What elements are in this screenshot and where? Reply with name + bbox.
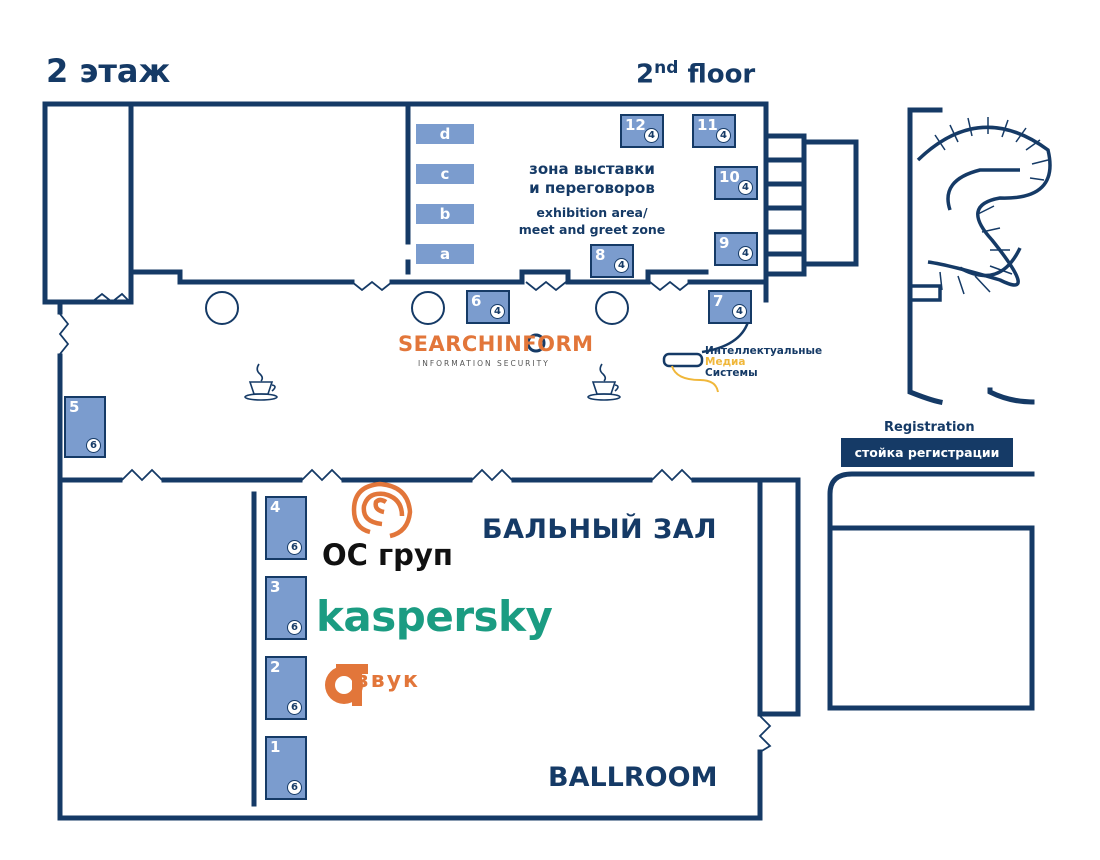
booth-type-badge: 6 bbox=[287, 700, 302, 715]
booth-number: 9 bbox=[719, 234, 730, 252]
booth-number: 10 bbox=[719, 168, 740, 186]
booth-type-badge: 4 bbox=[614, 258, 629, 273]
floor-suffix: nd bbox=[654, 58, 679, 78]
column-icon bbox=[205, 291, 239, 325]
booth-type-badge: 6 bbox=[287, 620, 302, 635]
searchinform-logo-sub: INFORMATION SECURITY bbox=[418, 359, 550, 368]
booth-type-badge: 4 bbox=[644, 128, 659, 143]
ims-logo-line1: Интеллектуальные bbox=[705, 345, 823, 357]
registration-label: Registration bbox=[884, 420, 975, 435]
otzvuk-logo: звук bbox=[356, 668, 420, 693]
booth-number: 2 bbox=[270, 658, 281, 676]
zone-label-ru-2: и переговоров bbox=[529, 179, 655, 197]
ims-logo-line3: Системы bbox=[705, 367, 758, 379]
booth-number: 11 bbox=[697, 116, 718, 134]
booth-type-badge: 4 bbox=[738, 180, 753, 195]
exhibition-zone-label: зона выставки и переговоров exhibition a… bbox=[500, 160, 684, 238]
booth-number: 6 bbox=[471, 292, 482, 310]
meeting-booth-c[interactable]: c bbox=[416, 164, 474, 184]
booth-number: 8 bbox=[595, 246, 606, 264]
staircase-icon bbox=[908, 125, 1052, 302]
ims-logo: Интеллектуальные Медиа Системы bbox=[705, 346, 822, 379]
meeting-booth-d[interactable]: d bbox=[416, 124, 474, 144]
floor-word: floor bbox=[687, 59, 756, 90]
booth-type-badge: 6 bbox=[287, 780, 302, 795]
booth-type-badge: 4 bbox=[490, 304, 505, 319]
booth-number: 4 bbox=[270, 498, 281, 516]
registration-desk[interactable]: стойка регистрации bbox=[841, 438, 1013, 467]
booth-type-badge: 6 bbox=[287, 540, 302, 555]
meeting-booth-a[interactable]: a bbox=[416, 244, 474, 264]
booth-number: 12 bbox=[625, 116, 646, 134]
ballroom-label-en: BALLROOM bbox=[548, 762, 718, 793]
column-icon bbox=[411, 291, 445, 325]
ballroom-label-ru: БАЛЬНЫЙ ЗАЛ bbox=[482, 514, 718, 545]
zone-label-ru-1: зона выставки bbox=[529, 160, 655, 178]
booth-number: 1 bbox=[270, 738, 281, 756]
floor-number: 2 bbox=[636, 59, 655, 90]
zone-label-en-1: exhibition area/ bbox=[536, 205, 648, 220]
booth-type-badge: 6 bbox=[86, 438, 101, 453]
coffee-cup-icon bbox=[587, 363, 621, 401]
zone-label-en-2: meet and greet zone bbox=[518, 222, 666, 237]
booth-type-badge: 4 bbox=[732, 304, 747, 319]
kaspersky-logo: kaspersky bbox=[316, 592, 553, 641]
booth-number: 3 bbox=[270, 578, 281, 596]
booth-number: 7 bbox=[713, 292, 724, 310]
searchinform-logo: SEARCHINFORM bbox=[398, 332, 594, 356]
page-title-ru: 2 этаж bbox=[46, 52, 171, 90]
meeting-booth-b[interactable]: b bbox=[416, 204, 474, 224]
page-title-en: 2nd floor bbox=[636, 58, 755, 90]
booth-type-badge: 4 bbox=[716, 128, 731, 143]
ims-logo-line2: Медиа bbox=[705, 356, 746, 368]
coffee-cup-icon bbox=[244, 363, 278, 401]
booth-type-badge: 4 bbox=[738, 246, 753, 261]
oc-group-logo: ОС груп bbox=[322, 538, 453, 572]
column-icon bbox=[595, 291, 629, 325]
booth-number: 5 bbox=[69, 398, 80, 416]
